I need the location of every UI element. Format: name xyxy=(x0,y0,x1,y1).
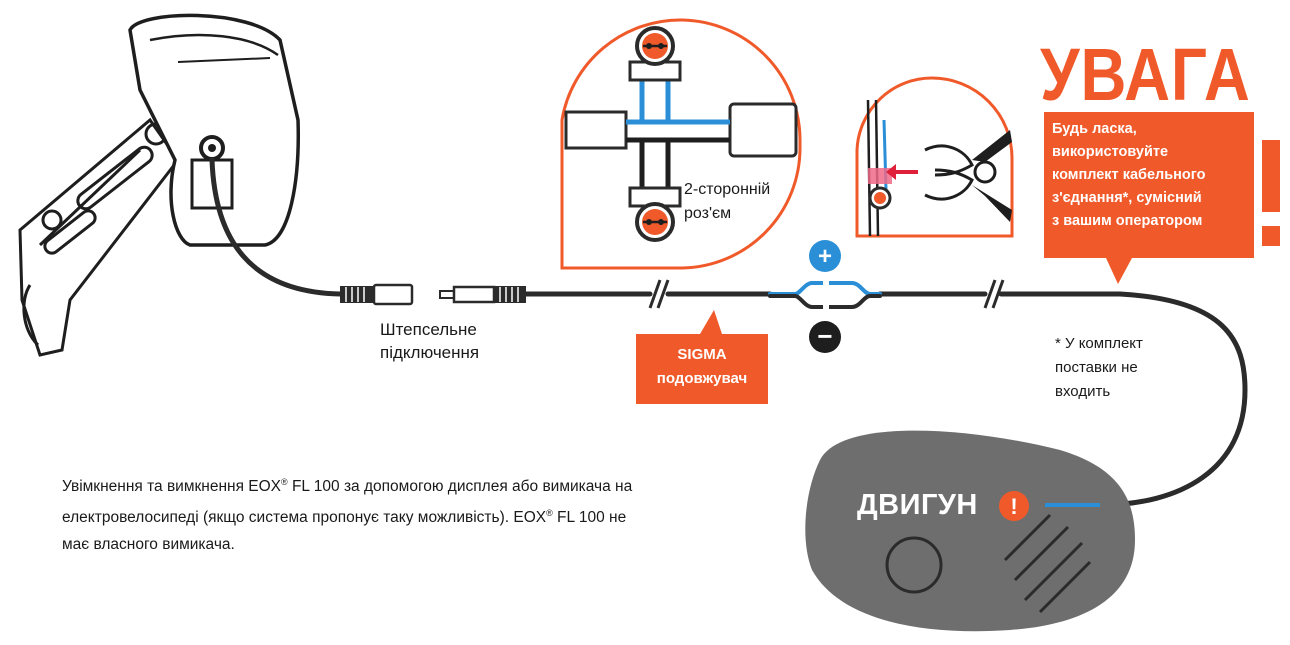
plug-connection-label: Штепсельне підключення xyxy=(380,318,479,364)
footnote-line2: поставки не xyxy=(1055,359,1138,376)
connector-closeup-bubble xyxy=(560,18,802,270)
warning-line2: використовуйте xyxy=(1052,144,1169,160)
footnote-line3: входить xyxy=(1055,383,1111,400)
plus-badge xyxy=(809,240,841,272)
crimp-tool-bubble xyxy=(855,76,1014,238)
description-line2a: електровелосипеді (якщо система пропонує… xyxy=(62,509,547,527)
description-part2: FL 100 за допомогою дисплея або вимикача… xyxy=(287,478,633,496)
warning-line4: з'єднання*, сумісний xyxy=(1052,190,1202,206)
warning-text: Будь ласка, використовуйте комплект кабе… xyxy=(1052,118,1248,233)
minus-symbol: − xyxy=(817,321,832,351)
warning-line5: з вашим оператором xyxy=(1052,213,1203,229)
main-cable xyxy=(209,157,1248,508)
cable-break-marks xyxy=(648,279,1005,309)
plug-label-line1: Штепсельне xyxy=(380,320,477,339)
registered-mark-1: ® xyxy=(281,477,288,487)
connector-label-line1: 2-сторонній xyxy=(684,181,771,198)
warning-title: УВАГА xyxy=(1040,33,1251,116)
connector-label-line2: роз'єм xyxy=(684,205,732,222)
motor-body xyxy=(805,430,1135,632)
footnote: * У комплект поставки не входить xyxy=(1055,332,1143,404)
extension-label: SIGMA подовжувач xyxy=(643,343,761,391)
description-line1: Увімкнення та вимкнення EOX® FL 100 за д… xyxy=(62,469,762,500)
description-text: Увімкнення та вимкнення EOX® FL 100 за д… xyxy=(62,469,762,558)
plug-label-line2: підключення xyxy=(380,343,480,362)
warning-callout xyxy=(1044,112,1280,284)
footnote-line1: * У комплект xyxy=(1055,335,1143,352)
warning-line3: комплект кабельного xyxy=(1052,167,1206,183)
two-way-splice xyxy=(768,276,882,314)
motor-label: ДВИГУН xyxy=(857,489,978,521)
extension-label-line2: подовжувач xyxy=(656,370,748,387)
extension-label-line1: SIGMA xyxy=(677,346,727,363)
description-line2b: FL 100 не xyxy=(552,509,627,527)
registered-mark-2: ® xyxy=(546,508,553,519)
description-part1: Увімкнення та вимкнення EOX xyxy=(62,478,282,496)
description-line2: електровелосипеді (якщо система пропонує… xyxy=(62,500,762,531)
plus-symbol: + xyxy=(818,243,832,270)
description-line3: має власного вимикача. xyxy=(62,536,235,554)
extension-callout xyxy=(636,310,768,404)
two-way-connector-label: 2-сторонній роз'єм xyxy=(684,178,770,226)
plug-connector xyxy=(340,283,526,306)
headlight-illustration xyxy=(18,13,300,357)
motor-alert-badge xyxy=(999,491,1029,521)
motor-alert-mark: ! xyxy=(1010,494,1017,519)
warning-line1: Будь ласка, xyxy=(1052,121,1137,137)
minus-badge xyxy=(809,321,841,353)
